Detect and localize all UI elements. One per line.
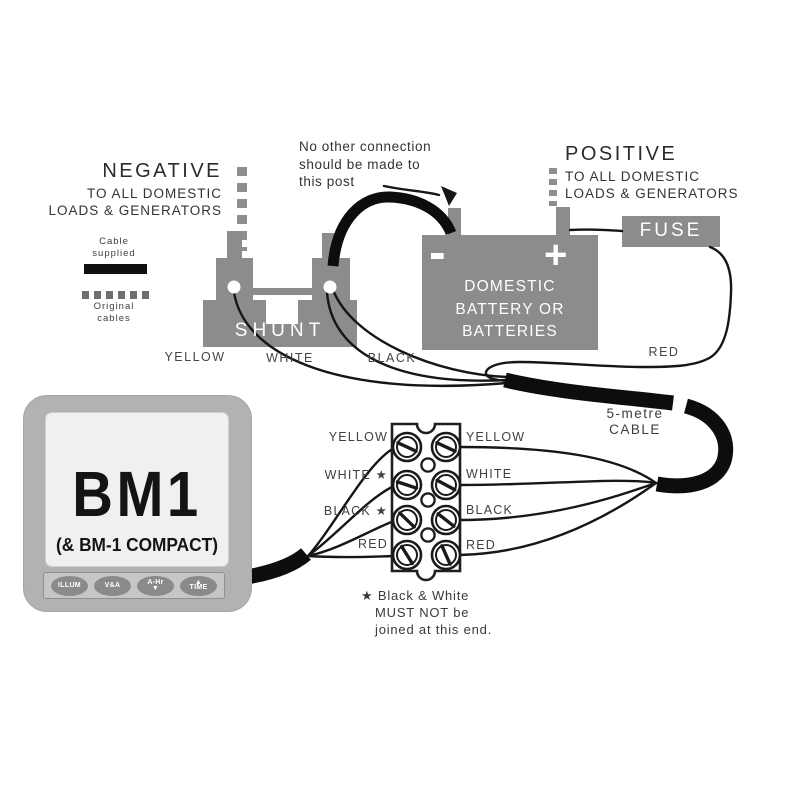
shunt-label: SHUNT bbox=[234, 320, 326, 341]
bm1-variant-label: (& BM-1 COMPACT) bbox=[56, 535, 218, 555]
ahr-button: A-Hr ▼ bbox=[137, 575, 174, 596]
five-metre-cable-b bbox=[655, 398, 734, 494]
time-button-label: TIME bbox=[189, 584, 208, 591]
positive-subtitle: TO ALL DOMESTIC LOADS & GENERATORS bbox=[565, 169, 739, 201]
ahr-button-label: A-Hr bbox=[147, 579, 164, 586]
negative-subtitle: TO ALL DOMESTIC LOADS & GENERATORS bbox=[48, 186, 222, 218]
bm1-red-lead bbox=[306, 554, 396, 559]
legend-supplied-label: Cable supplied bbox=[92, 236, 136, 259]
legend-original-label: Original cables bbox=[93, 301, 135, 324]
red-wire bbox=[484, 245, 733, 383]
positive-to-fuse-wire bbox=[568, 228, 624, 233]
bm1-white-lead bbox=[306, 484, 396, 558]
black-wire-label: BLACK bbox=[367, 351, 417, 365]
cable-red-lead bbox=[458, 481, 658, 557]
time-button: ▲ TIME bbox=[180, 575, 217, 596]
bm1-button-bar: ILLUM V&A A-Hr ▼ ▲ TIME bbox=[43, 572, 225, 599]
terminal-screw bbox=[391, 539, 423, 571]
legend-supplied-cable-swatch bbox=[84, 264, 147, 274]
shunt-bridge bbox=[247, 288, 317, 295]
white-wire-label: WHITE bbox=[266, 351, 314, 365]
five-metre-cable-a bbox=[503, 372, 674, 411]
terminal-left-label-yellow: YELLOW bbox=[328, 430, 388, 444]
battery-body bbox=[422, 235, 598, 350]
footnote-line1: ★ Black & White bbox=[361, 588, 470, 603]
yellow-wire-label: YELLOW bbox=[164, 350, 226, 364]
shunt bbox=[203, 231, 357, 347]
footnote: ★ Black & White MUST NOT be joined at th… bbox=[361, 587, 492, 638]
terminal-right-label-black: BLACK bbox=[466, 503, 513, 517]
positive-annotation: POSITIVE TO ALL DOMESTIC LOADS & GENERAT… bbox=[565, 143, 739, 202]
fuse-box bbox=[622, 216, 720, 247]
va-button: V&A bbox=[94, 575, 131, 596]
terminal-left-label-red: RED bbox=[358, 537, 388, 551]
va-button-label: V&A bbox=[104, 581, 121, 589]
cable-white-lead bbox=[458, 479, 658, 487]
fuse-label: FUSE bbox=[639, 220, 703, 241]
bm1-yellow-lead bbox=[306, 446, 396, 558]
down-arrow-icon: ▼ bbox=[151, 585, 160, 592]
battery-positive-post bbox=[556, 207, 570, 235]
terminal-screw bbox=[430, 539, 462, 571]
five-metre-cable-label: 5-metre CABLE bbox=[606, 406, 664, 437]
bm1-model-label: BM1 bbox=[72, 458, 202, 530]
red-wire-label: RED bbox=[648, 345, 680, 359]
post-note-arrow-head bbox=[441, 186, 457, 206]
negative-annotation: NEGATIVE TO ALL DOMESTIC LOADS & GENERAT… bbox=[18, 160, 222, 219]
up-arrow-icon: ▲ bbox=[194, 579, 203, 586]
yellow-wire bbox=[232, 290, 509, 387]
cable-yellow-lead bbox=[458, 445, 658, 485]
shunt-hole-left bbox=[227, 280, 241, 294]
terminal-screw bbox=[391, 504, 423, 536]
battery-label: DOMESTIC BATTERY OR BATTERIES bbox=[455, 278, 565, 340]
illum-button-label: ILLUM bbox=[58, 581, 81, 589]
shunt-hole-right bbox=[323, 280, 337, 294]
terminal-right-label-red: RED bbox=[466, 538, 496, 552]
terminal-screw bbox=[391, 469, 423, 501]
terminal-block-hole bbox=[420, 457, 436, 473]
terminal-screw bbox=[430, 469, 462, 501]
positive-title: POSITIVE bbox=[565, 143, 678, 165]
terminal-screw bbox=[430, 431, 462, 463]
footnote-line2: MUST NOT be bbox=[375, 605, 470, 620]
shunt-body bbox=[203, 300, 357, 347]
battery-plus-symbol: + bbox=[544, 233, 568, 277]
terminal-block bbox=[390, 422, 462, 582]
terminal-right-label-white: WHITE bbox=[466, 467, 513, 481]
terminal-right-label-yellow: YELLOW bbox=[466, 430, 526, 444]
terminal-block-hole bbox=[420, 527, 436, 543]
bm1-device: BM1 (& BM-1 COMPACT) ILLUM V&A A-Hr ▼ ▲ … bbox=[23, 395, 252, 612]
shunt-stem-left bbox=[227, 231, 242, 260]
post-note-arrow-line bbox=[382, 184, 441, 197]
battery-minus-symbol: - bbox=[429, 224, 446, 280]
bm1-screen: BM1 (& BM-1 COMPACT) bbox=[45, 412, 229, 567]
post-note: No other connection should be made to th… bbox=[299, 139, 432, 189]
black-wire bbox=[331, 288, 509, 379]
terminal-screw bbox=[430, 504, 462, 536]
terminal-left-label-white: WHITE ★ bbox=[324, 468, 388, 482]
bm1-black-lead bbox=[306, 519, 396, 558]
terminal-block-hole bbox=[420, 492, 436, 508]
terminal-left-label-black: BLACK ★ bbox=[323, 504, 388, 518]
negative-title: NEGATIVE bbox=[102, 160, 222, 182]
footnote-line3: joined at this end. bbox=[375, 622, 493, 637]
terminal-screw bbox=[391, 431, 423, 463]
white-wire bbox=[325, 290, 509, 382]
shunt-to-battery-cable bbox=[327, 191, 457, 267]
illum-button: ILLUM bbox=[51, 575, 88, 596]
cable-black-lead bbox=[458, 481, 658, 522]
